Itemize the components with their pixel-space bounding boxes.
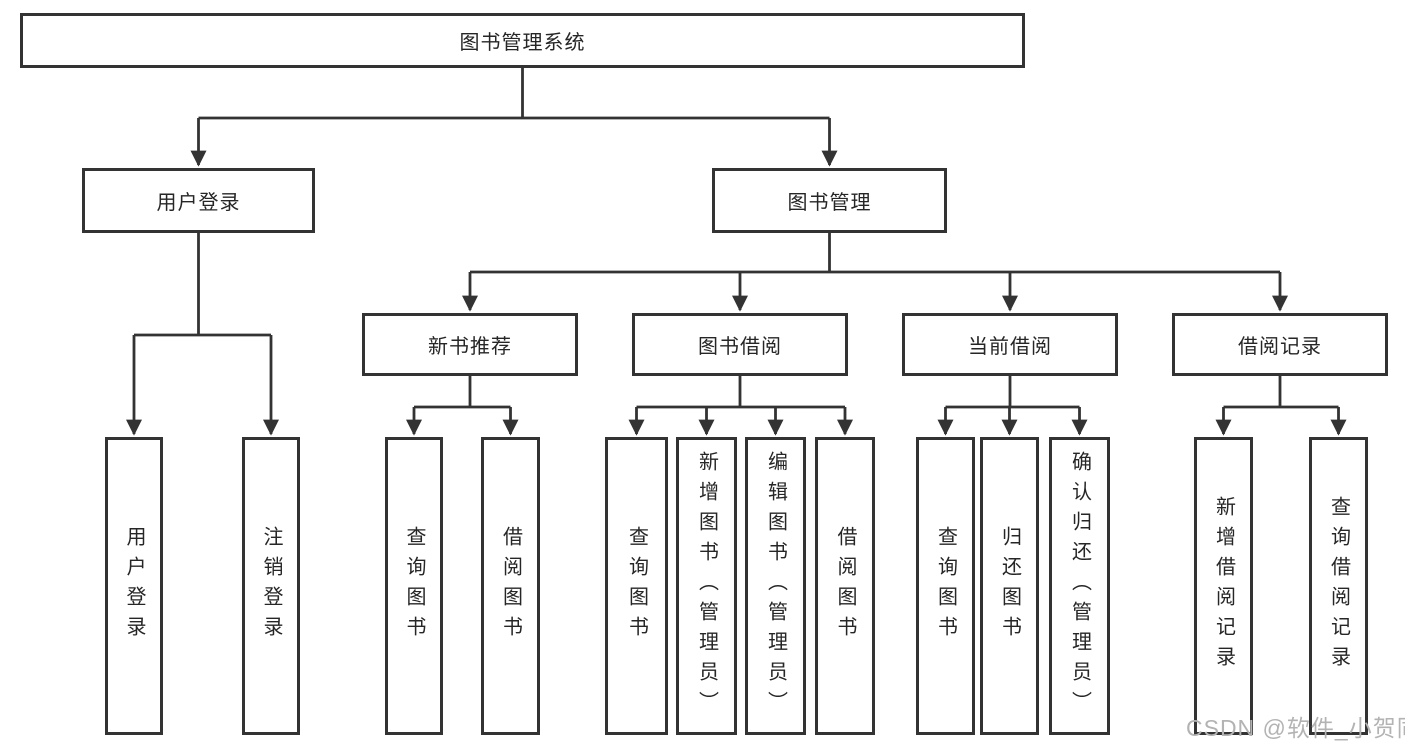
node-book-management: 图书管理 — [712, 168, 947, 233]
connector-current-borrow-children — [937, 376, 1088, 436]
node-borrow-records-label: 借阅记录 — [1238, 336, 1322, 358]
leaf-user-login-label: 用户登录 — [123, 526, 145, 646]
node-new-book-recommend: 新书推荐 — [362, 313, 578, 376]
leaf-query-books-recommend-label: 查询图书 — [403, 526, 425, 646]
leaf-query-borrow-record: 查询借阅记录 — [1309, 437, 1368, 735]
connector-user-login-children — [126, 233, 279, 436]
node-user-login: 用户登录 — [82, 168, 315, 233]
node-library-management-system-label: 图书管理系统 — [459, 32, 586, 54]
leaf-logout: 注销登录 — [242, 437, 300, 735]
leaf-return-book-label: 归还图书 — [998, 526, 1021, 646]
node-current-borrow: 当前借阅 — [902, 313, 1118, 376]
leaf-query-books-borrow: 查询图书 — [605, 437, 668, 735]
node-library-management-system: 图书管理系统 — [20, 13, 1025, 68]
leaf-borrow-books-recommend: 借阅图书 — [481, 437, 540, 735]
leaf-logout-label: 注销登录 — [260, 526, 282, 646]
leaf-borrow-books-recommend-label: 借阅图书 — [499, 526, 522, 646]
leaf-borrow-books-label: 借阅图书 — [834, 526, 856, 646]
csdn-watermark: CSDN @软件_小贺同学 — [1186, 715, 1405, 741]
node-book-borrow-label: 图书借阅 — [698, 336, 782, 358]
leaf-query-borrow-record-label: 查询借阅记录 — [1327, 496, 1350, 676]
connector-book-borrow-children — [628, 376, 853, 436]
connector-book-management-children — [462, 233, 1288, 312]
leaf-edit-book-admin: 编辑图书（管理员） — [745, 437, 806, 735]
connector-borrow-records-children — [1215, 376, 1347, 436]
node-book-borrow: 图书借阅 — [632, 313, 848, 376]
leaf-edit-book-admin-label: 编辑图书（管理员） — [764, 451, 787, 721]
leaf-user-login: 用户登录 — [105, 437, 163, 735]
leaf-add-book-admin: 新增图书（管理员） — [676, 437, 737, 735]
node-borrow-records: 借阅记录 — [1172, 313, 1388, 376]
node-new-book-recommend-label: 新书推荐 — [428, 336, 512, 358]
node-user-login-label: 用户登录 — [156, 192, 241, 214]
leaf-query-books-current: 查询图书 — [916, 437, 975, 735]
leaf-borrow-books: 借阅图书 — [815, 437, 875, 735]
leaf-query-books-recommend: 查询图书 — [385, 437, 443, 735]
node-book-management-label: 图书管理 — [787, 192, 872, 214]
leaf-add-borrow-record: 新增借阅记录 — [1194, 437, 1253, 735]
leaf-confirm-return-admin: 确认归还（管理员） — [1049, 437, 1110, 735]
leaf-return-book: 归还图书 — [980, 437, 1039, 735]
leaf-query-books-borrow-label: 查询图书 — [625, 526, 648, 646]
leaf-add-book-admin-label: 新增图书（管理员） — [695, 451, 718, 721]
leaf-confirm-return-admin-label: 确认归还（管理员） — [1068, 451, 1091, 721]
connector-root-to-level2 — [190, 68, 838, 167]
leaf-add-borrow-record-label: 新增借阅记录 — [1212, 496, 1235, 676]
node-current-borrow-label: 当前借阅 — [968, 336, 1052, 358]
connector-new-book-children — [406, 376, 519, 436]
leaf-query-books-current-label: 查询图书 — [934, 526, 957, 646]
